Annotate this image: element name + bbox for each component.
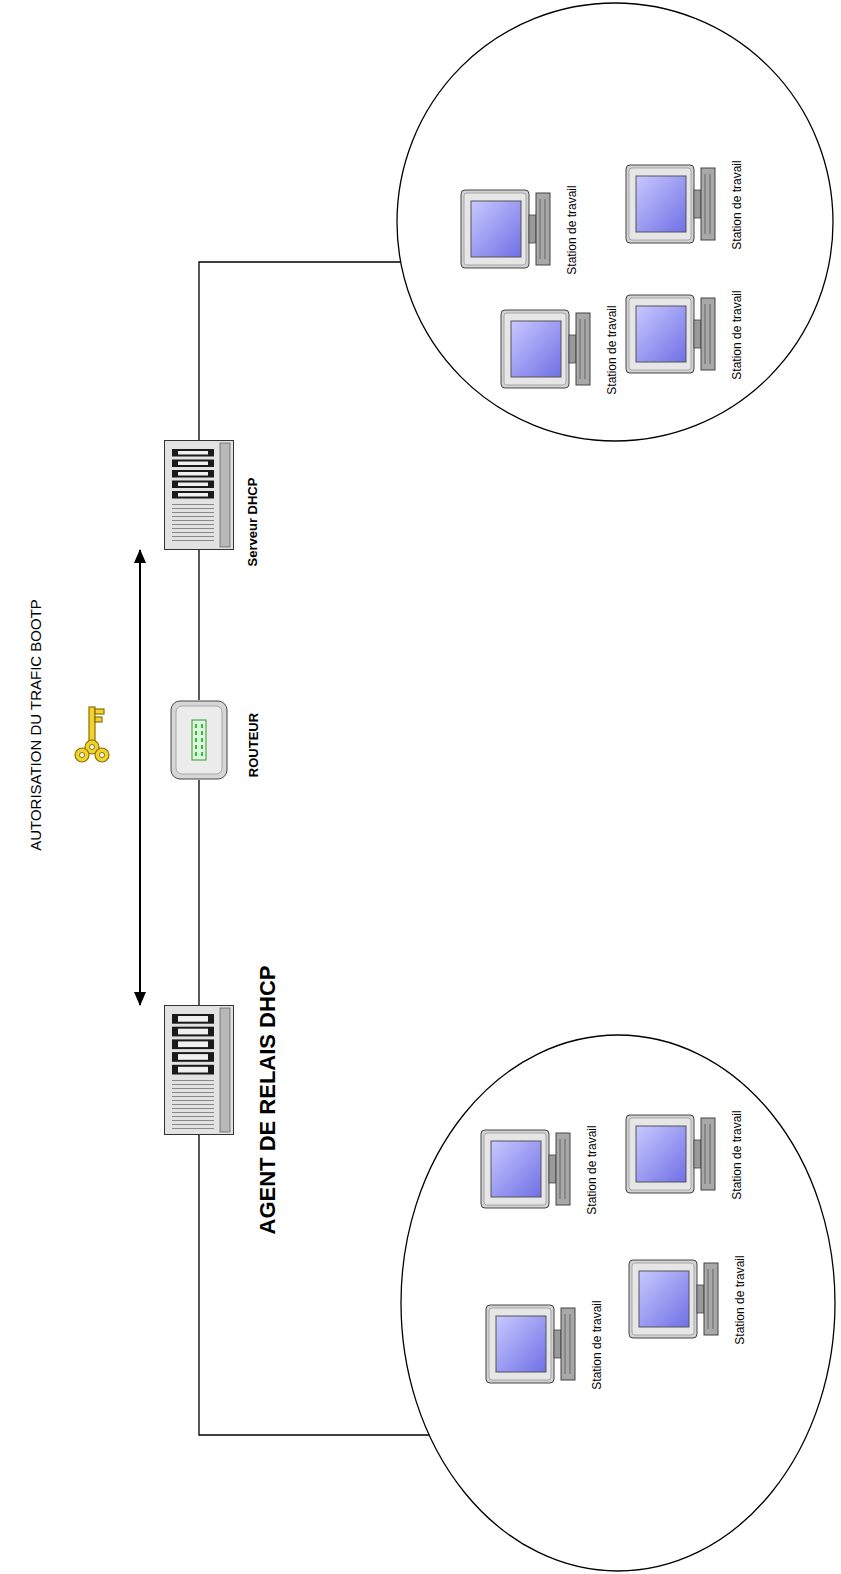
edge-label: AUTORISATION DU TRAFIC BOOTP bbox=[28, 599, 43, 851]
network-ellipse: Station de travailStation de travailStat… bbox=[400, 1034, 836, 1572]
node-label: Station de travail bbox=[606, 305, 618, 394]
workstation: Station de travail bbox=[625, 290, 717, 378]
node-label: Station de travail bbox=[734, 1255, 746, 1344]
network-link bbox=[198, 780, 199, 1005]
node-label: Station de travail bbox=[731, 1110, 743, 1199]
relay-agent: AGENT DE RELAIS DHCP bbox=[164, 1005, 234, 1135]
key-icon bbox=[62, 703, 118, 767]
workstation: Station de travail bbox=[460, 185, 552, 273]
workstation: Station de travail bbox=[480, 1125, 572, 1213]
node-label: Serveur DHCP bbox=[246, 478, 259, 567]
node-label: ROUTEUR bbox=[247, 713, 260, 777]
workstation: Station de travail bbox=[500, 305, 592, 393]
router: ROUTEUR bbox=[170, 700, 228, 780]
workstation: Station de travail bbox=[625, 1110, 717, 1198]
dhcp-server: Serveur DHCP bbox=[164, 440, 234, 550]
node-label: Station de travail bbox=[591, 1300, 603, 1389]
double-arrow bbox=[139, 550, 141, 1005]
network-link bbox=[199, 1135, 429, 1435]
node-label: Station de travail bbox=[731, 160, 743, 249]
node-label: AGENT DE RELAIS DHCP bbox=[257, 966, 279, 1235]
network-ellipse: Station de travailStation de travailStat… bbox=[396, 2, 834, 442]
node-label: Station de travail bbox=[566, 185, 578, 274]
node-label: Station de travail bbox=[586, 1125, 598, 1214]
workstation: Station de travail bbox=[625, 160, 717, 248]
network-link bbox=[199, 262, 401, 440]
workstation: Station de travail bbox=[628, 1255, 720, 1343]
workstation: Station de travail bbox=[485, 1300, 577, 1388]
node-label: Station de travail bbox=[731, 290, 743, 379]
network-link bbox=[198, 550, 199, 700]
